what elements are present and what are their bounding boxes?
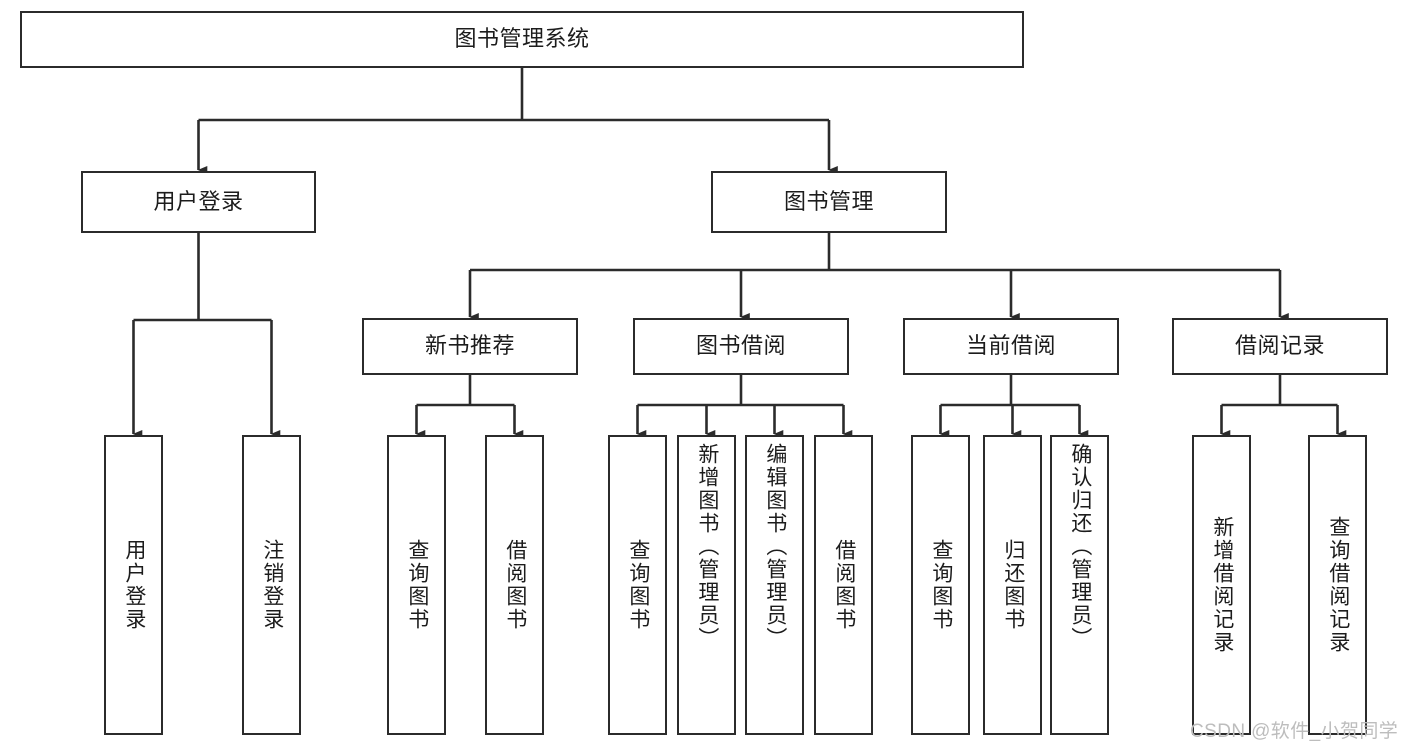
node-label-leaf-query-book-2: 查询图书 <box>626 539 650 631</box>
node-current-borrow[interactable]: 当前借阅 <box>903 318 1119 375</box>
node-root[interactable]: 图书管理系统 <box>20 11 1024 68</box>
node-label-leaf-add-book: 新增图书（管理员） <box>695 443 719 650</box>
node-label-leaf-query-book-3: 查询图书 <box>929 539 953 631</box>
node-leaf-add-book[interactable]: 新增图书（管理员） <box>677 435 736 735</box>
node-label-leaf-confirm-return: 确认归还（管理员） <box>1068 443 1092 650</box>
node-leaf-user-login[interactable]: 用户登录 <box>104 435 163 735</box>
node-leaf-edit-book[interactable]: 编辑图书（管理员） <box>745 435 804 735</box>
node-leaf-query-book-3[interactable]: 查询图书 <box>911 435 970 735</box>
node-label-leaf-return-book: 归还图书 <box>1001 539 1025 631</box>
node-label-current-borrow: 当前借阅 <box>965 333 1056 359</box>
node-leaf-return-book[interactable]: 归还图书 <box>983 435 1042 735</box>
node-leaf-logout[interactable]: 注销登录 <box>242 435 301 735</box>
node-label-leaf-add-record: 新增借阅记录 <box>1210 516 1234 654</box>
node-label-user-login: 用户登录 <box>153 188 244 214</box>
node-label-book-borrow: 图书借阅 <box>695 333 786 359</box>
node-leaf-borrow-book-2[interactable]: 借阅图书 <box>814 435 873 735</box>
node-label-leaf-query-record: 查询借阅记录 <box>1326 516 1350 654</box>
node-leaf-query-book-1[interactable]: 查询图书 <box>387 435 446 735</box>
node-label-new-book-rec: 新书推荐 <box>424 333 515 359</box>
node-user-login[interactable]: 用户登录 <box>81 171 316 233</box>
node-book-borrow[interactable]: 图书借阅 <box>633 318 849 375</box>
node-leaf-query-record[interactable]: 查询借阅记录 <box>1308 435 1367 735</box>
node-borrow-record[interactable]: 借阅记录 <box>1172 318 1388 375</box>
node-new-book-rec[interactable]: 新书推荐 <box>362 318 578 375</box>
node-label-borrow-record: 借阅记录 <box>1234 333 1325 359</box>
node-label-leaf-borrow-book-1: 借阅图书 <box>503 539 527 631</box>
node-label-leaf-borrow-book-2: 借阅图书 <box>832 539 856 631</box>
node-leaf-borrow-book-1[interactable]: 借阅图书 <box>485 435 544 735</box>
csdn-watermark: CSDN @软件_小贺同学 <box>1190 721 1399 742</box>
node-book-manage[interactable]: 图书管理 <box>711 171 947 233</box>
node-label-leaf-user-login: 用户登录 <box>122 539 146 631</box>
node-label-book-manage: 图书管理 <box>783 188 874 214</box>
node-leaf-add-record[interactable]: 新增借阅记录 <box>1192 435 1251 735</box>
node-leaf-query-book-2[interactable]: 查询图书 <box>608 435 667 735</box>
node-label-root: 图书管理系统 <box>454 26 590 52</box>
node-leaf-confirm-return[interactable]: 确认归还（管理员） <box>1050 435 1109 735</box>
node-label-leaf-logout: 注销登录 <box>260 539 284 631</box>
node-label-leaf-edit-book: 编辑图书（管理员） <box>763 443 787 650</box>
node-label-leaf-query-book-1: 查询图书 <box>405 539 429 631</box>
